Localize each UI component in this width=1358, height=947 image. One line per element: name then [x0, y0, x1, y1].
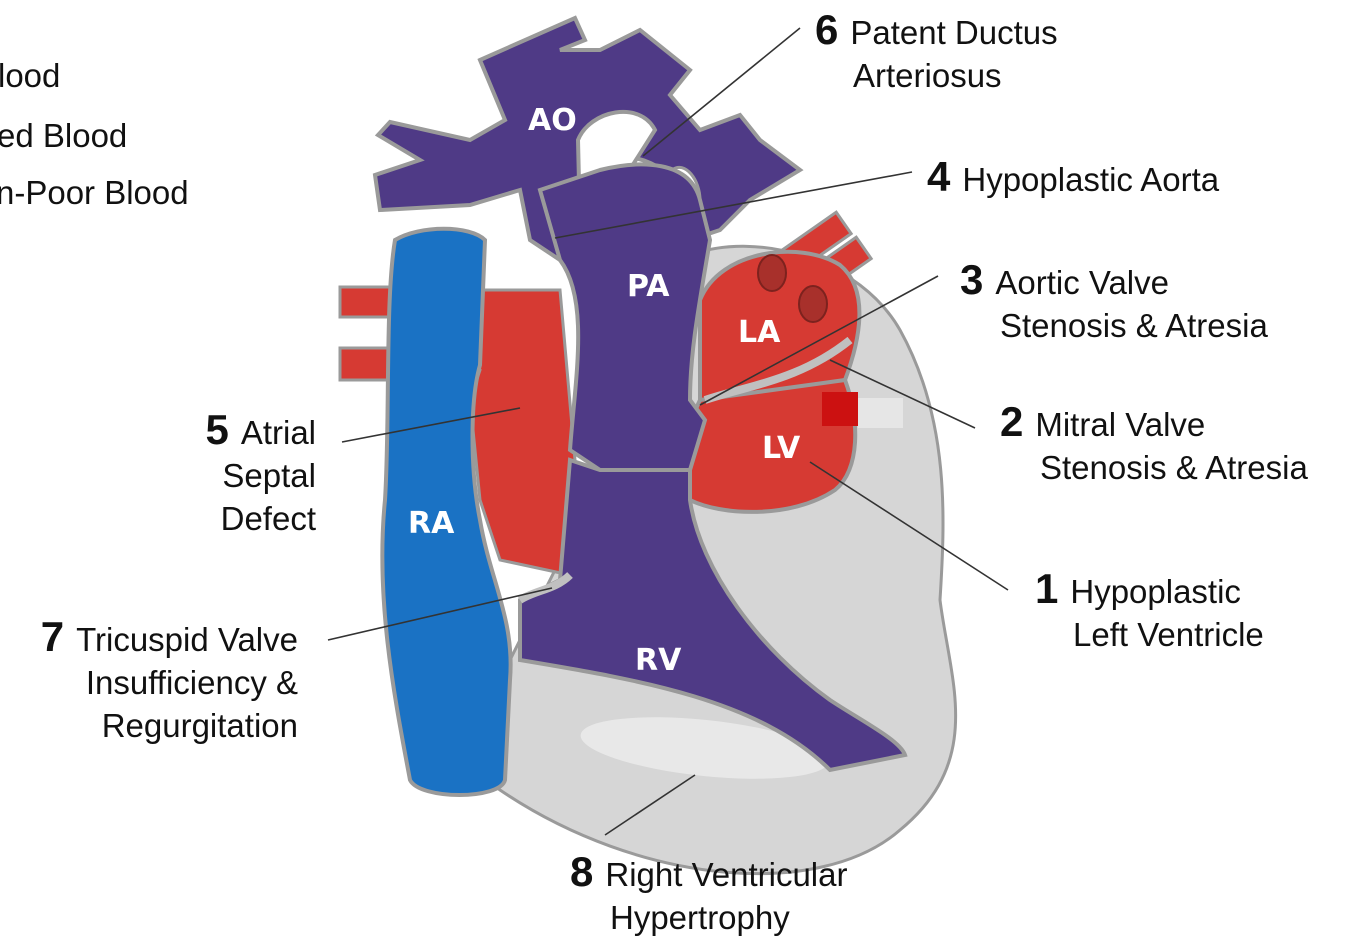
callout-8-text-2: Hypertrophy	[570, 896, 847, 939]
legend-item-oxygen-rich: lood	[0, 57, 60, 95]
callout-6-text-2: Arteriosus	[815, 54, 1058, 97]
callout-1-text-1: Hypoplastic	[1070, 573, 1241, 610]
callout-5: 5 Atrial Septal Defect	[205, 408, 316, 540]
pulmonary-vein-opening	[758, 255, 786, 291]
callout-2-text-1: Mitral Valve	[1035, 406, 1205, 443]
callout-7: 7 Tricuspid Valve Insufficiency & Regurgi…	[41, 615, 298, 747]
callout-6-text-1: Patent Ductus	[850, 14, 1057, 51]
callout-1: 1 Hypoplastic Left Ventricle	[1035, 567, 1264, 656]
callout-8-text-1: Right Ventricular	[605, 856, 847, 893]
chamber-label-pa: PA	[627, 269, 670, 304]
callout-6-number: 6	[815, 6, 838, 53]
callout-2: 2 Mitral Valve Stenosis & Atresia	[1000, 400, 1308, 489]
callout-6: 6 Patent Ductus Arteriosus	[815, 8, 1058, 97]
legend-item-oxygen-poor: n-Poor Blood	[0, 174, 189, 212]
callout-8: 8 Right Ventricular Hypertrophy	[570, 850, 847, 939]
callout-5-text-1: Atrial	[241, 414, 316, 451]
callout-5-number: 5	[205, 406, 228, 453]
callout-1-text-2: Left Ventricle	[1035, 613, 1264, 656]
callout-5-text-2: Septal	[205, 454, 316, 497]
chamber-label-ra: RA	[408, 506, 455, 541]
pulmonary-vein-opening	[799, 286, 827, 322]
callout-2-text-2: Stenosis & Atresia	[1000, 446, 1308, 489]
callout-1-number: 1	[1035, 565, 1058, 612]
lv-marker-shadow	[858, 398, 903, 428]
callout-8-number: 8	[570, 848, 593, 895]
chamber-label-ao: AO	[528, 103, 577, 138]
callout-2-number: 2	[1000, 398, 1023, 445]
callout-3: 3 Aortic Valve Stenosis & Atresia	[960, 258, 1268, 347]
chamber-label-lv: LV	[762, 431, 801, 466]
callout-4-number: 4	[927, 153, 950, 200]
chamber-label-rv: RV	[635, 643, 682, 678]
callout-4: 4 Hypoplastic Aorta	[927, 155, 1219, 201]
callout-7-number: 7	[41, 613, 64, 660]
callout-7-text-2: Insufficiency &	[41, 661, 298, 704]
callout-7-text-3: Regurgitation	[41, 704, 298, 747]
chamber-label-la: LA	[738, 315, 781, 350]
callout-3-text-2: Stenosis & Atresia	[960, 304, 1268, 347]
callout-5-text-3: Defect	[205, 497, 316, 540]
lv-marker	[822, 392, 858, 426]
callout-7-text-1: Tricuspid Valve	[76, 621, 298, 658]
legend-item-mixed: ed Blood	[0, 117, 127, 155]
callout-3-text-1: Aortic Valve	[995, 264, 1169, 301]
callout-4-text-1: Hypoplastic Aorta	[962, 161, 1219, 198]
callout-3-number: 3	[960, 256, 983, 303]
